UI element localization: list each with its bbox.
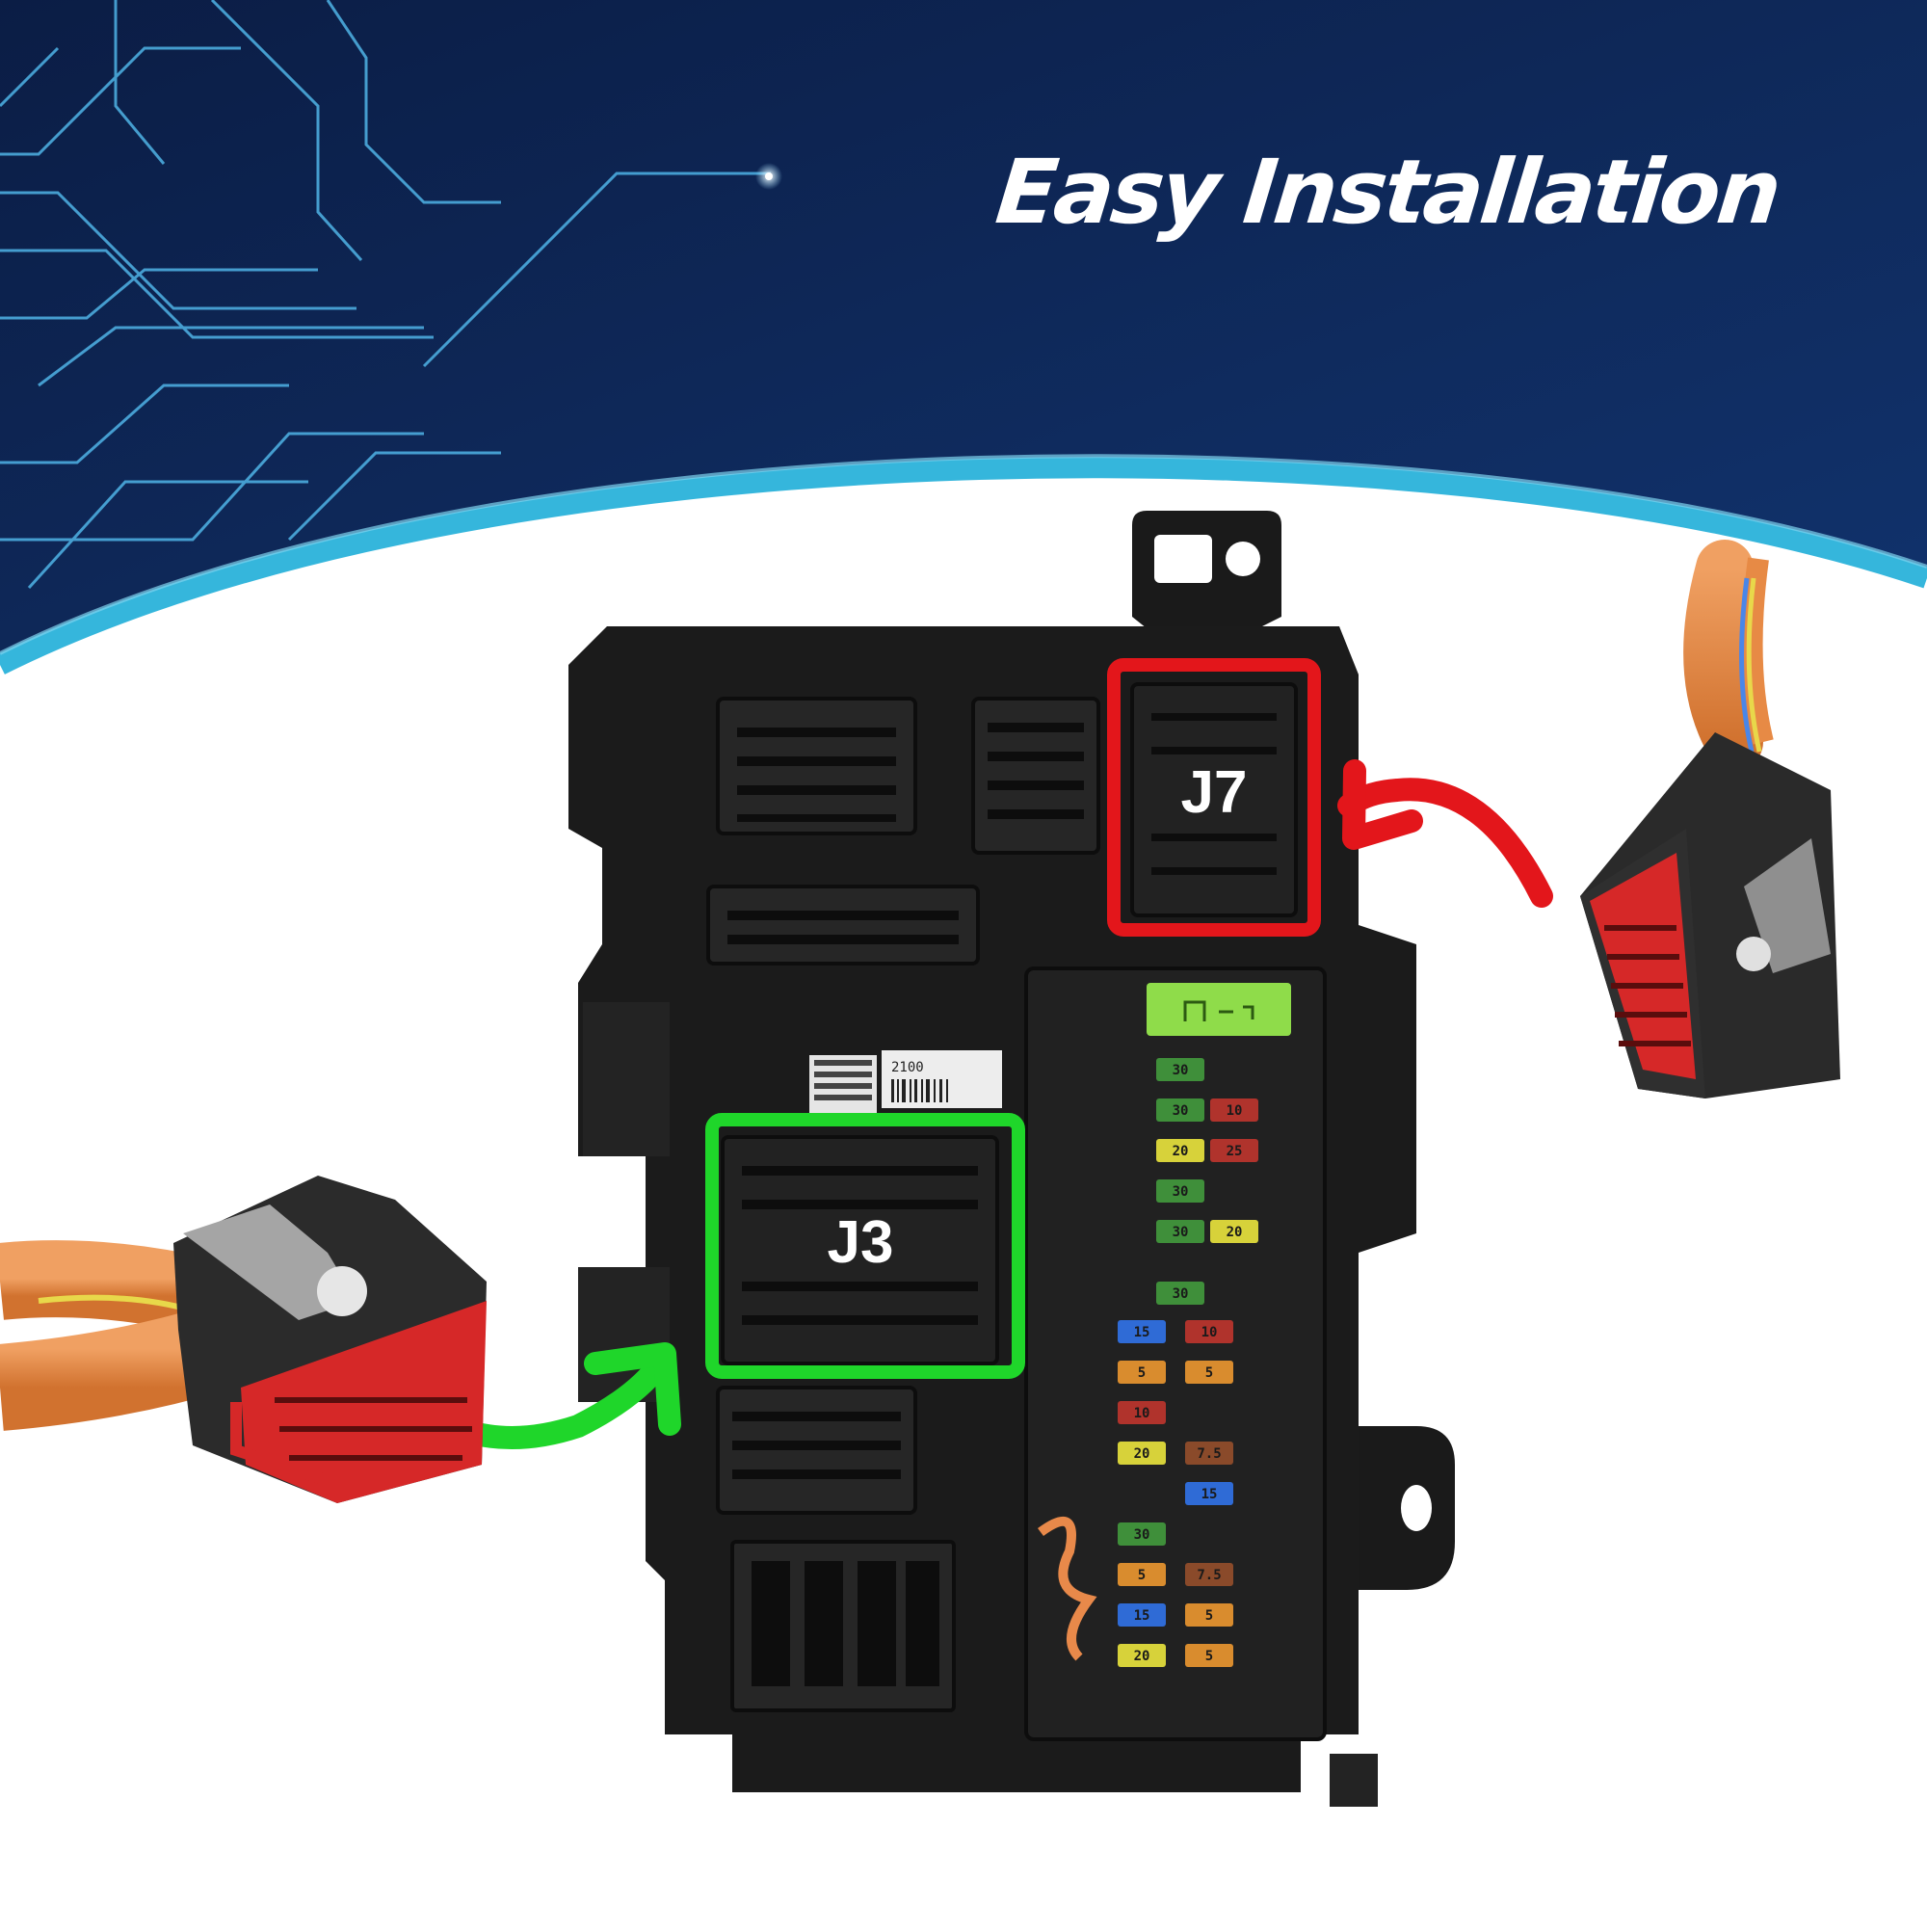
fuse-body bbox=[1210, 1139, 1258, 1162]
red-arrow bbox=[1337, 759, 1553, 908]
fuse-rating-label: 5 bbox=[1205, 1649, 1213, 1664]
j7-highlight-frame bbox=[1107, 658, 1321, 937]
fuse-rating-label: 5 bbox=[1138, 1568, 1146, 1583]
fuse: 5 bbox=[1185, 1603, 1233, 1627]
fuse-body bbox=[1185, 1482, 1233, 1505]
fuse-body bbox=[1185, 1603, 1233, 1627]
fuse: 20 bbox=[1118, 1442, 1166, 1465]
fuse-rating-label: 5 bbox=[1205, 1365, 1213, 1381]
fuse-body bbox=[1210, 1098, 1258, 1122]
fuse-body bbox=[1156, 1220, 1204, 1243]
fuse-rating-label: 10 bbox=[1201, 1325, 1218, 1340]
fuse-body bbox=[1156, 1179, 1204, 1203]
fuse-body bbox=[1156, 1098, 1204, 1122]
fuse: 30 bbox=[1156, 1058, 1204, 1081]
fuse-rating-label: 20 bbox=[1134, 1446, 1150, 1462]
j3-highlight-frame bbox=[705, 1113, 1025, 1379]
fuse-rating-label: 30 bbox=[1173, 1286, 1189, 1302]
fuse: 10 bbox=[1118, 1401, 1166, 1424]
barcode-label-text: 2100 bbox=[891, 1060, 924, 1075]
fuse-rating-label: 10 bbox=[1227, 1103, 1243, 1119]
fuse-rating-label: 15 bbox=[1201, 1487, 1218, 1502]
fuse: 30 bbox=[1118, 1522, 1166, 1546]
fuse-body bbox=[1118, 1522, 1166, 1546]
relay-module bbox=[1147, 983, 1291, 1036]
fuse-rating-label: 20 bbox=[1134, 1649, 1150, 1664]
fuse-body bbox=[1118, 1320, 1166, 1343]
fuse-body bbox=[1156, 1282, 1204, 1305]
fuse: 20 bbox=[1118, 1644, 1166, 1667]
fuse-rating-label: 5 bbox=[1205, 1608, 1213, 1624]
fuse-body bbox=[1185, 1644, 1233, 1667]
fuse: 30 bbox=[1156, 1179, 1204, 1203]
fuse-body bbox=[1156, 1139, 1204, 1162]
fuse: 7.5 bbox=[1185, 1563, 1233, 1586]
fuse-rating-label: 20 bbox=[1227, 1225, 1243, 1240]
fuse-rating-label: 30 bbox=[1173, 1225, 1189, 1240]
circuit-traces bbox=[0, 0, 771, 590]
fuse: 15 bbox=[1118, 1320, 1166, 1343]
fuse-body bbox=[1185, 1563, 1233, 1586]
fuse-body bbox=[1118, 1644, 1166, 1667]
fuse: 30 bbox=[1156, 1220, 1204, 1243]
headline-title: Easy Installation bbox=[991, 141, 1783, 244]
fuse-body bbox=[1210, 1220, 1258, 1243]
fuse-rating-label: 25 bbox=[1227, 1144, 1243, 1159]
j7-harness-connector bbox=[1580, 540, 1840, 1098]
fuse-rating-label: 30 bbox=[1173, 1184, 1189, 1200]
fuse-rating-label: 15 bbox=[1134, 1608, 1150, 1624]
fuse: 5 bbox=[1185, 1644, 1233, 1667]
fuse-array: 30 30 10 20 25 30 30 20 30 15 10 5 5 10 20 7.5 15 30 5 7.5 1… bbox=[1118, 1058, 1258, 1667]
fuse: 25 bbox=[1210, 1139, 1258, 1162]
fuse: 10 bbox=[1185, 1320, 1233, 1343]
fuse-body bbox=[1118, 1442, 1166, 1465]
fuse: 20 bbox=[1210, 1220, 1258, 1243]
fuse: 30 bbox=[1156, 1098, 1204, 1122]
fuse-rating-label: 15 bbox=[1134, 1325, 1150, 1340]
fuse-body bbox=[1185, 1320, 1233, 1343]
fuse: 15 bbox=[1185, 1482, 1233, 1505]
j3-label: J3 bbox=[828, 1209, 894, 1276]
fuse: 5 bbox=[1118, 1563, 1166, 1586]
fuse-body bbox=[1185, 1361, 1233, 1384]
fuse: 10 bbox=[1210, 1098, 1258, 1122]
fuse: 30 bbox=[1156, 1282, 1204, 1305]
fuse-rating-label: 7.5 bbox=[1197, 1446, 1221, 1462]
j7-label: J7 bbox=[1181, 759, 1248, 826]
fuse-body bbox=[1185, 1442, 1233, 1465]
cyan-arc bbox=[0, 457, 1927, 675]
j3-harness-connector bbox=[0, 1176, 487, 1503]
fuse-rating-label: 30 bbox=[1173, 1063, 1189, 1078]
fuse-rating-label: 5 bbox=[1138, 1365, 1146, 1381]
fuse: 20 bbox=[1156, 1139, 1204, 1162]
fuse-rating-label: 10 bbox=[1134, 1406, 1150, 1421]
fuse: 15 bbox=[1118, 1603, 1166, 1627]
fuse-rating-label: 7.5 bbox=[1197, 1568, 1221, 1583]
fuse-box-module: 2100 bbox=[568, 511, 1455, 1807]
fuse-rating-label: 30 bbox=[1134, 1527, 1150, 1543]
fuse-body bbox=[1118, 1361, 1166, 1384]
fuse-body bbox=[1118, 1401, 1166, 1424]
fuse: 5 bbox=[1118, 1361, 1166, 1384]
fuse-body bbox=[1118, 1563, 1166, 1586]
fuse-body bbox=[1156, 1058, 1204, 1081]
fuse-rating-label: 30 bbox=[1173, 1103, 1189, 1119]
fuse-rating-label: 20 bbox=[1173, 1144, 1189, 1159]
fuse: 5 bbox=[1185, 1361, 1233, 1384]
fuse-body bbox=[1118, 1603, 1166, 1627]
fuse: 7.5 bbox=[1185, 1442, 1233, 1465]
